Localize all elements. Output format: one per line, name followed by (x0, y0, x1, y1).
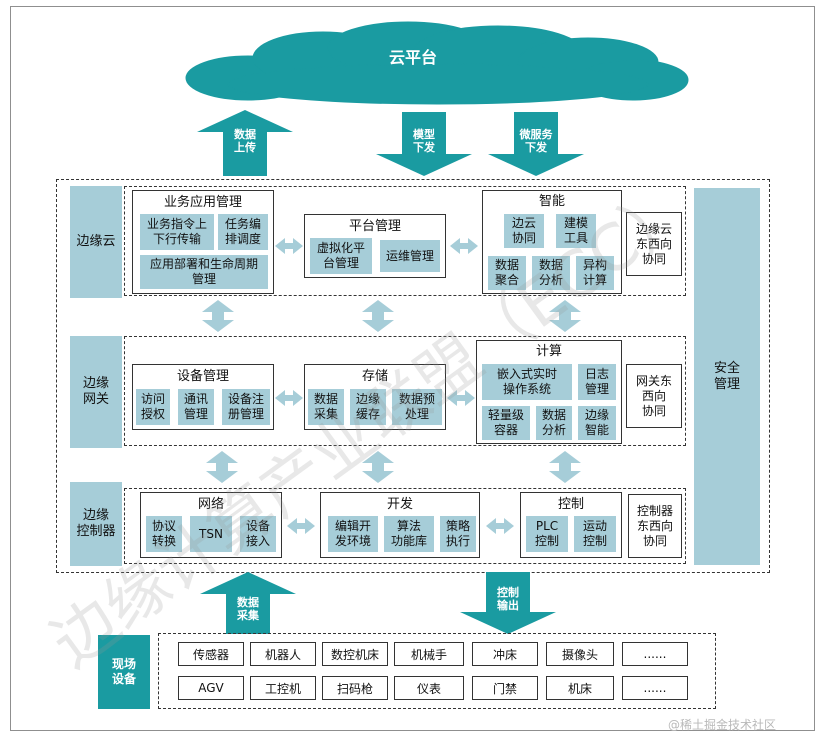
edge-main-container (56, 179, 770, 573)
device-punch: 冲床 (472, 642, 538, 666)
device-cnc: 数控机床 (322, 642, 388, 666)
edge-cloud-row (124, 186, 686, 296)
edge-controller-label: 边缘 控制器 (70, 482, 122, 566)
field-devices-label: 现场 设备 (98, 635, 150, 709)
log-mgmt-cell: 日志 管理 (578, 364, 616, 400)
policy-exec-cell: 策略 执行 (440, 516, 476, 552)
business-app-title: 业务应用管理 (163, 195, 242, 210)
edge-gateway-row (124, 336, 686, 446)
gw-data-analysis-cell: 数据 分析 (536, 406, 572, 440)
platform-title: 平台管理 (348, 219, 401, 234)
device-scanner: 扫码枪 (322, 676, 388, 700)
device-meter: 仪表 (394, 676, 464, 700)
edge-cloud-ew-box: 边缘云 东西向 协同 (626, 212, 682, 276)
intelligence-title: 智能 (538, 194, 565, 209)
device-more-1: ...... (622, 642, 688, 666)
app-deploy-cell: 应用部署和生命周期 管理 (140, 255, 268, 289)
credit-text: @稀土掘金技术社区 (668, 718, 777, 732)
dev-env-cell: 编辑开 发环境 (328, 516, 378, 552)
plc-control-cell: PLC 控制 (526, 516, 568, 552)
network-title: 网络 (197, 497, 224, 512)
control-title: 控制 (557, 497, 584, 512)
virtualization-cell: 虚拟化平 台管理 (310, 238, 372, 274)
edge-controller-row (124, 488, 686, 564)
edge-cloud-collab-cell: 边云 协同 (504, 214, 544, 248)
gateway-ew-box: 网关东 西向 协同 (626, 364, 682, 428)
business-command-cell: 业务指令上 下行传输 (140, 214, 214, 250)
device-register-cell: 设备注 册管理 (222, 389, 270, 425)
output-label: 控制 输出 (497, 586, 519, 612)
device-manipulator: 机械手 (394, 642, 464, 666)
field-devices-row (158, 633, 716, 709)
micro-label: 微服务 下发 (519, 128, 553, 154)
device-mgmt-title: 设备管理 (176, 369, 229, 384)
ops-cell: 运维管理 (380, 240, 440, 272)
device-camera: 摄像头 (546, 642, 614, 666)
edge-cache-cell: 边缘 缓存 (350, 389, 386, 425)
motion-control-cell: 运动 控制 (574, 516, 616, 552)
diagram-frame (10, 6, 815, 731)
device-robot: 机器人 (250, 642, 316, 666)
data-analysis-cell: 数据 分析 (532, 256, 570, 290)
device-machine-tool: 机床 (546, 676, 614, 700)
protocol-convert-cell: 协议 转换 (146, 516, 182, 552)
task-schedule-cell: 任务编 排调度 (218, 214, 268, 250)
collect-label: 数据 采集 (237, 596, 259, 622)
model-arrow (376, 112, 472, 176)
storage-title: 存储 (361, 369, 388, 384)
device-more-2: ...... (622, 676, 688, 700)
device-access-control: 门禁 (472, 676, 538, 700)
controller-ew-box: 控制器 东西向 协同 (628, 494, 682, 558)
security-management: 安全 管理 (694, 188, 760, 565)
edge-intelligence-cell: 边缘 智能 (578, 406, 616, 440)
micro-arrow (488, 112, 584, 176)
data-aggregation-cell: 数据 聚合 (488, 256, 526, 290)
device-sensor: 传感器 (178, 642, 244, 666)
device-access-cell: 设备 接入 (240, 516, 276, 552)
tsn-cell: TSN (190, 516, 232, 552)
device-ipc: 工控机 (250, 676, 316, 700)
access-auth-cell: 访问 授权 (136, 389, 170, 425)
upload-label: 数据 上传 (234, 128, 256, 154)
compute-title: 计算 (535, 344, 562, 359)
edge-gateway-label: 边缘 网关 (70, 336, 122, 448)
device-agv: AGV (178, 676, 244, 700)
cloud-label: 云平台 (388, 48, 437, 67)
output-arrow (460, 572, 556, 634)
model-label: 模型 下发 (413, 128, 435, 154)
cloud-shape (185, 21, 689, 105)
data-preprocess-cell: 数据预 处理 (392, 389, 442, 425)
algo-lib-cell: 算法 功能库 (384, 516, 434, 552)
rtos-cell: 嵌入式实时 操作系统 (482, 364, 572, 400)
comm-mgmt-cell: 通讯 管理 (178, 389, 214, 425)
data-collect-cell: 数据 采集 (308, 389, 344, 425)
edge-cloud-label: 边缘云 (70, 186, 122, 298)
collect-arrow (200, 572, 296, 634)
upload-arrow (197, 110, 293, 176)
lightweight-container-cell: 轻量级 容器 (482, 406, 530, 440)
development-title: 开发 (386, 497, 413, 512)
modeling-tool-cell: 建模 工具 (556, 214, 596, 248)
hetero-compute-cell: 异构 计算 (576, 256, 614, 290)
